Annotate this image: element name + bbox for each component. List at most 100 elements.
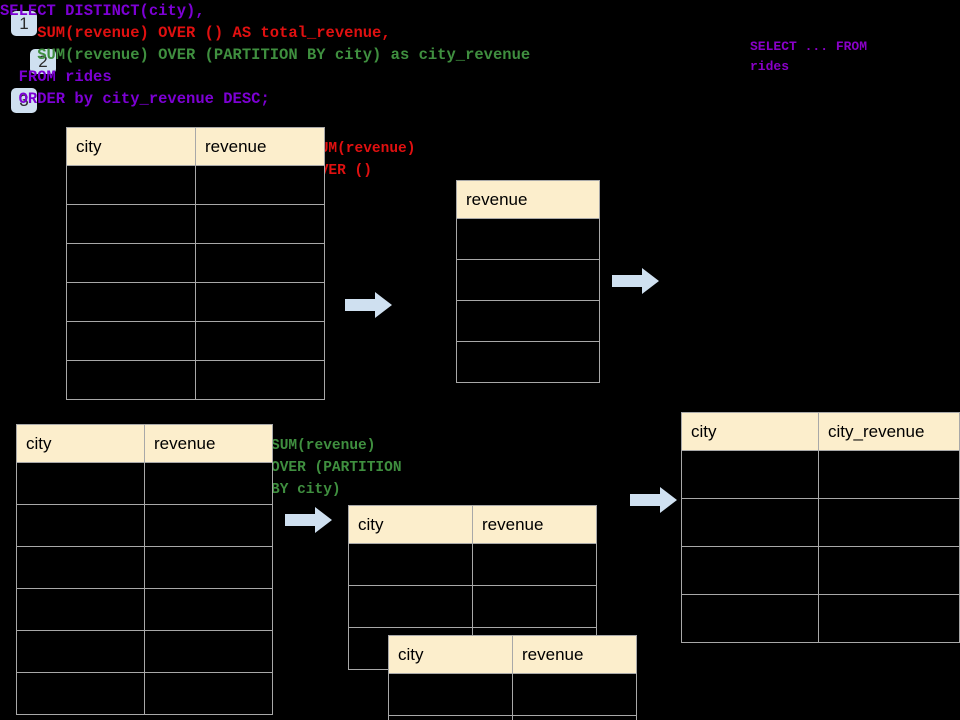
table-cell [388,673,513,716]
table-cell [66,165,196,205]
table-cell [456,218,600,260]
table-cell [348,585,473,628]
table-cell [66,360,196,400]
table-header-row: revenue [456,180,600,219]
table-cell [66,321,196,361]
table-row [16,672,273,715]
table-header-row: city revenue [16,424,273,463]
table-cell [818,498,960,547]
column-header-city-revenue: city_revenue [818,412,960,451]
arrow-right-icon [630,487,677,513]
column-header-revenue: revenue [195,127,325,166]
column-header-city: city [66,127,196,166]
table-cell [195,282,325,322]
table-partition-front: city revenue [388,635,637,720]
arrow-right-icon [345,292,392,318]
table-cell [195,243,325,283]
column-header-revenue: revenue [472,505,597,544]
annotation-select-from: SELECT ... FROM rides [750,39,868,74]
table-row [456,300,600,342]
table-cell [456,259,600,301]
sql-line-select: SELECT DISTINCT(city), [0,2,205,20]
table-cell [66,243,196,283]
table-row [66,243,325,283]
annotation-sum-over-partition: SUM(revenue) OVER (PARTITION BY city) [271,438,402,498]
table-cell [144,504,273,547]
table-cell [680,498,820,547]
table-cell [195,321,325,361]
table-cell [348,543,473,586]
table-cell [456,341,600,383]
table-rides-top: city revenue [66,127,325,400]
table-cell [680,546,820,595]
table-row [16,462,273,505]
table-row [456,259,600,301]
table-header-row: city revenue [348,505,597,544]
table-row [680,546,960,595]
table-cell [144,672,273,715]
column-header-city: city [388,635,513,674]
table-row [16,588,273,631]
table-cell [818,594,960,643]
table-cell [472,585,597,628]
table-cell [144,462,273,505]
table-cell [512,715,637,720]
table-cell [144,630,273,673]
table-row [16,630,273,673]
table-cell [16,672,145,715]
table-cell [195,165,325,205]
table-cell [680,594,820,643]
step-badge-2: 2 [30,49,56,74]
sql-line-from: FROM rides [0,68,112,86]
column-header-revenue: revenue [512,635,637,674]
table-cell [472,543,597,586]
table-row [348,585,597,628]
table-cell [818,450,960,499]
step-badge-1: 1 [11,11,37,36]
arrow-right-icon [285,507,332,533]
column-header-revenue: revenue [144,424,273,463]
table-cell [456,300,600,342]
arrow-right-icon [612,268,659,294]
table-cell [195,360,325,400]
table-header-row: city revenue [388,635,637,674]
table-row [388,715,637,720]
sql-query-block: SELECT DISTINCT(city), SUM(revenue) OVER… [0,0,960,110]
sql-line-order-by: ORDER by city_revenue DESC; [0,90,270,108]
table-row [348,543,597,586]
table-row [388,673,637,716]
table-cell [16,588,145,631]
column-header-city: city [348,505,473,544]
table-row [680,594,960,643]
table-cell [16,630,145,673]
column-header-city: city [16,424,145,463]
table-cell [680,450,820,499]
table-cell [144,546,273,589]
table-row [456,218,600,260]
table-rides-bottom: city revenue [16,424,273,715]
annotation-sum-over-empty: SUM(revenue) OVER () [311,141,416,179]
table-cell [818,546,960,595]
table-header-row: city city_revenue [680,412,960,451]
sql-line-sum-over-partition: SUM(revenue) OVER (PARTITION BY city) as… [0,46,531,64]
step-badge-3: 3 [11,88,37,113]
table-row [66,282,325,322]
sql-line-sum-over-empty: SUM(revenue) OVER () AS total_revenue, [0,24,391,42]
table-row [456,341,600,383]
column-header-revenue: revenue [456,180,600,219]
table-row [66,204,325,244]
table-row [66,360,325,400]
table-cell [195,204,325,244]
table-total-revenue: revenue [456,180,600,383]
table-row [16,504,273,547]
table-cell [66,204,196,244]
table-row [16,546,273,589]
table-header-row: city revenue [66,127,325,166]
table-cell [388,715,513,720]
table-row [680,498,960,547]
table-cell [66,282,196,322]
table-cell [16,546,145,589]
table-cell [512,673,637,716]
table-cell [16,504,145,547]
